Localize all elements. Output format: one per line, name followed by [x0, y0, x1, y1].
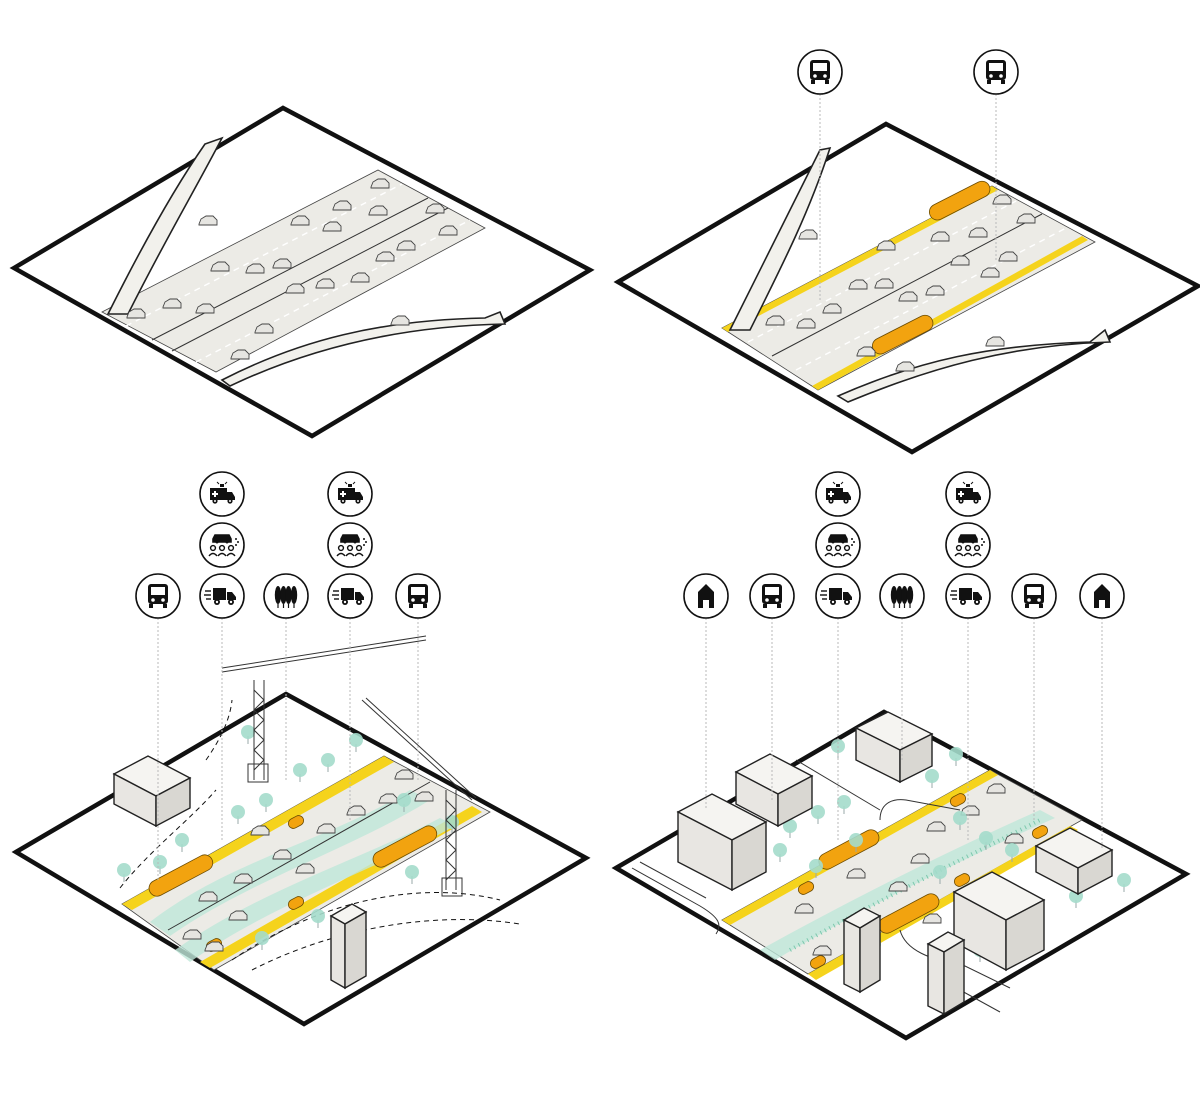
house-icon	[1079, 573, 1125, 619]
ambulance-icon	[199, 471, 245, 517]
building	[854, 711, 934, 784]
building	[676, 793, 768, 892]
tower-crane	[361, 697, 477, 897]
trees-icon	[263, 573, 309, 619]
bus-lane-north	[722, 186, 998, 332]
bus-icon	[135, 573, 181, 619]
building	[734, 753, 814, 828]
trees-icon	[879, 573, 925, 619]
tower-building	[926, 931, 966, 1016]
building	[952, 871, 1046, 972]
tower-building	[329, 903, 368, 990]
bus-vehicle	[928, 180, 991, 221]
tower-crane	[221, 635, 427, 783]
bus-icon	[749, 573, 795, 619]
ambulance-icon	[327, 471, 373, 517]
tower-building	[842, 907, 882, 994]
truck-icon	[945, 573, 991, 619]
bus-icon	[1011, 573, 1057, 619]
panel-bus-lanes	[613, 94, 1200, 455]
panel-existing-highway	[9, 105, 595, 439]
truck-icon	[327, 573, 373, 619]
carpool-icon	[199, 522, 245, 568]
bus-icon	[395, 573, 441, 619]
carpool-icon	[945, 522, 991, 568]
truck-icon	[815, 573, 861, 619]
panel-urban-boulevard	[611, 618, 1191, 1041]
carpool-icon	[327, 522, 373, 568]
panel-construction-phase	[11, 618, 591, 1027]
icon-layer	[135, 49, 1125, 619]
ambulance-icon	[815, 471, 861, 517]
ambulance-icon	[945, 471, 991, 517]
truck-icon	[199, 573, 245, 619]
house-icon	[683, 573, 729, 619]
building	[1034, 827, 1114, 896]
building	[112, 755, 192, 828]
bus-icon	[797, 49, 843, 95]
carpool-icon	[815, 522, 861, 568]
bus-icon	[973, 49, 1019, 95]
